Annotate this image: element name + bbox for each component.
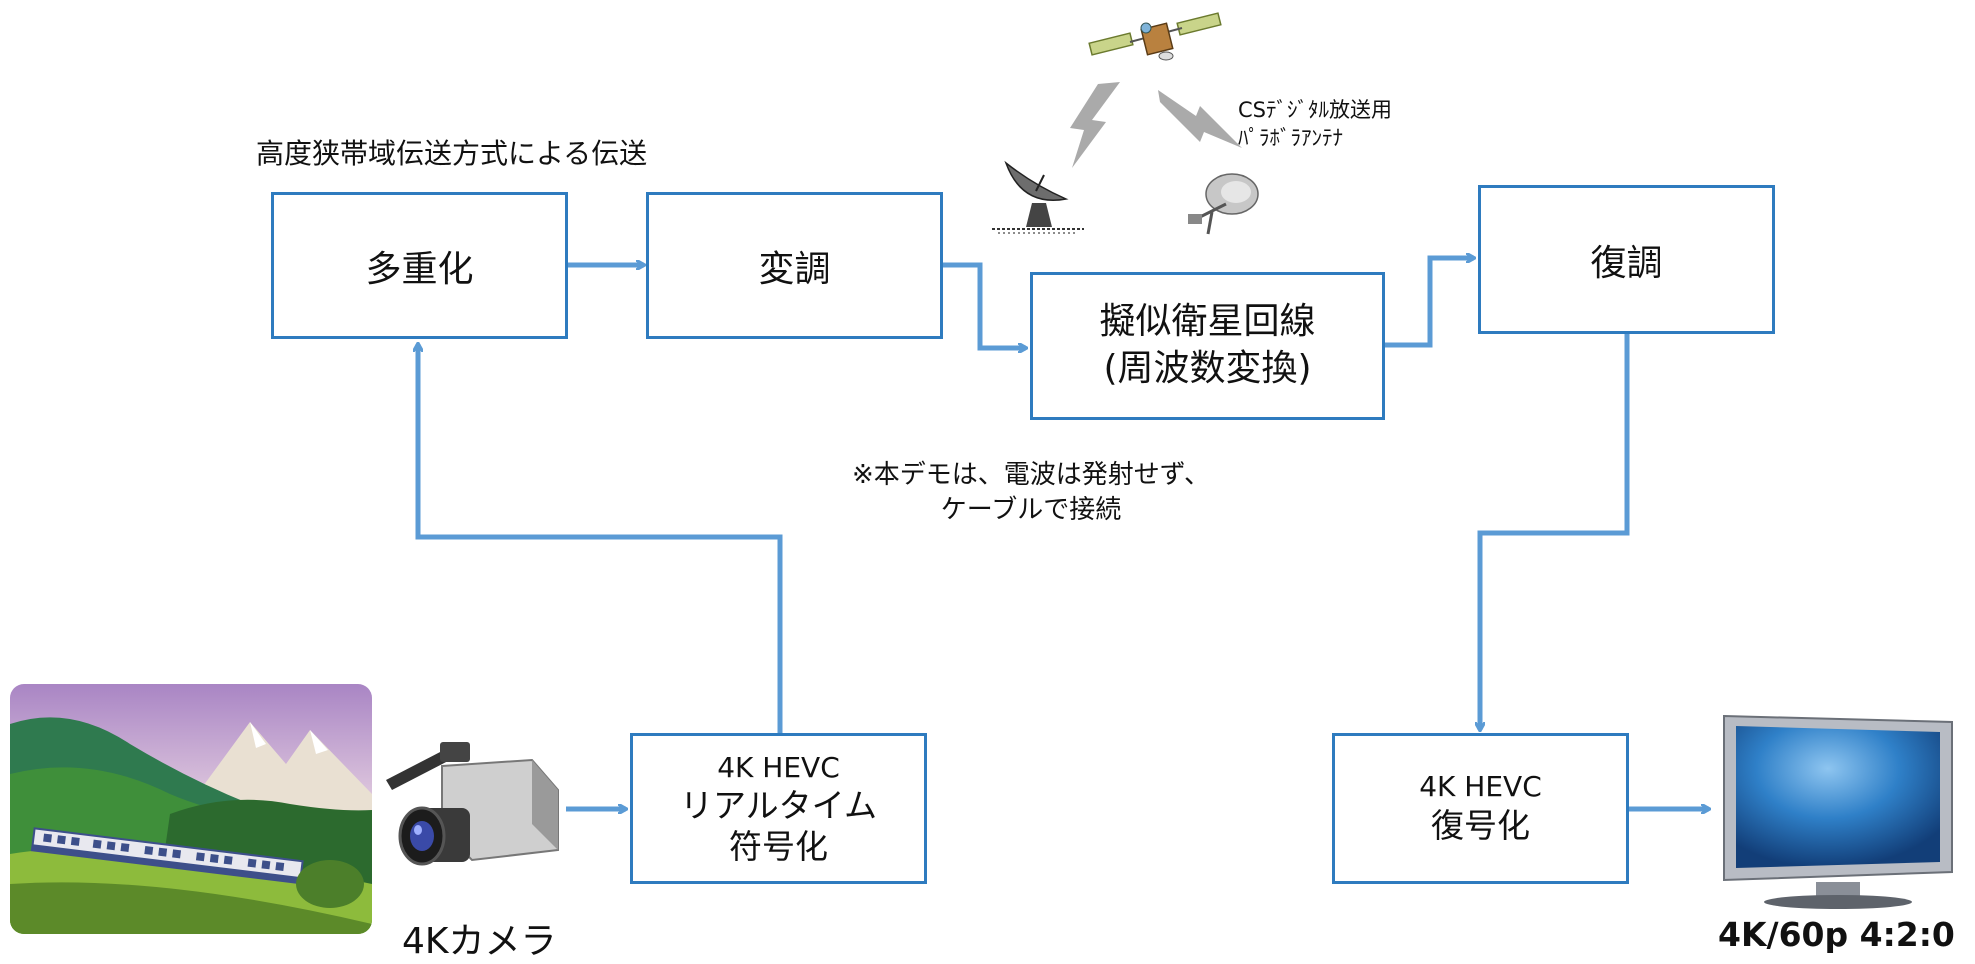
hevc-decoder-box: 4K HEVC 復号化 bbox=[1332, 733, 1629, 884]
demodulation-box: 復調 bbox=[1478, 185, 1775, 334]
format-label: 4K/60p 4:2:0 bbox=[1718, 915, 1955, 954]
hevc-encoder-box: 4K HEVC リアルタイム 符号化 bbox=[630, 733, 927, 884]
ground-station-dish-icon bbox=[992, 160, 1084, 234]
landscape-train-image bbox=[10, 684, 372, 934]
modulation-label: 変調 bbox=[758, 248, 831, 290]
modulation-box: 変調 bbox=[646, 192, 943, 339]
arrow-encoder-to-multiplex bbox=[418, 344, 783, 735]
pseudo-satellite-line-box: 擬似衛星回線 (周波数変換) bbox=[1030, 272, 1385, 420]
arrow-satline-to-demodulation bbox=[1383, 258, 1474, 348]
video-camera-icon bbox=[386, 742, 559, 866]
uplink-signal-icon bbox=[1070, 82, 1120, 168]
arrow-demodulation-to-decoder bbox=[1480, 333, 1630, 730]
downlink-signal-icon bbox=[1158, 90, 1242, 148]
demo-note-line-1: ※本デモは、電波は発射せず、 bbox=[852, 460, 1210, 490]
diagram-title: 高度狭帯域伝送方式による伝送 bbox=[256, 137, 648, 170]
arrow-modulation-to-satline bbox=[940, 262, 1026, 348]
demo-note: ※本デモは、電波は発射せず、 ケーブルで接続 bbox=[852, 458, 1210, 528]
demodulation-label: 復調 bbox=[1590, 242, 1663, 284]
antenna-note-line-2: ﾊﾟﾗﾎﾞﾗｱﾝﾃﾅ bbox=[1238, 126, 1343, 151]
camera-label: 4Kカメラ bbox=[402, 921, 557, 962]
tv-monitor-icon bbox=[1723, 714, 1953, 909]
antenna-note-line-1: CSﾃﾞｼﾞﾀﾙ放送用 bbox=[1238, 98, 1392, 122]
multiplex-label: 多重化 bbox=[365, 248, 474, 290]
encoder-label-3: 符号化 bbox=[729, 827, 828, 866]
satellite-icon bbox=[1088, 12, 1222, 61]
sat-line-label-1: 擬似衛星回線 bbox=[1099, 301, 1316, 343]
encoder-label-1: 4K HEVC bbox=[717, 750, 840, 784]
sat-line-label-2: (周波数変換) bbox=[1103, 348, 1312, 389]
decoder-label-2: 復号化 bbox=[1431, 806, 1530, 846]
demo-note-line-2: ケーブルで接続 bbox=[940, 495, 1122, 526]
antenna-note: CSﾃﾞｼﾞﾀﾙ放送用 ﾊﾟﾗﾎﾞﾗｱﾝﾃﾅ bbox=[1238, 96, 1392, 153]
parabola-antenna-icon bbox=[1188, 173, 1259, 235]
multiplex-box: 多重化 bbox=[271, 192, 568, 339]
encoder-label-2: リアルタイム bbox=[679, 785, 877, 825]
decoder-label-1: 4K HEVC bbox=[1419, 769, 1542, 803]
